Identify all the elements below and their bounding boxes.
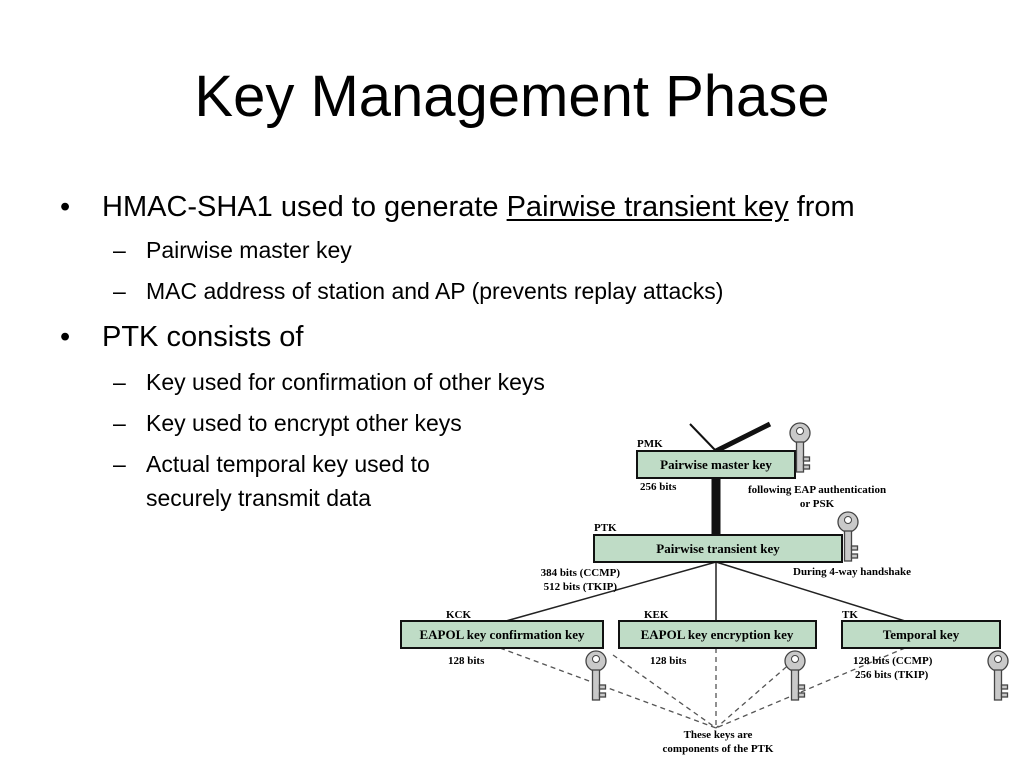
dash-marker: – (113, 237, 126, 263)
pmk-input-line-right (714, 421, 772, 454)
key-icon (585, 650, 607, 701)
footer-line1: These keys are (684, 729, 753, 741)
tk-box (841, 620, 1001, 649)
tk-size-line1: 128 bits (CCMP) (853, 655, 933, 667)
key-icon (987, 650, 1009, 701)
kck-tag: KCK (446, 609, 472, 621)
ptk-note: During 4-way handshake (793, 566, 911, 578)
bullet-text: PTK consists of (102, 321, 304, 353)
slide-title: Key Management Phase (194, 64, 830, 129)
subitem-kek: – Key used to encrypt other keys (113, 409, 462, 437)
footer-line2: components of the PTK (663, 743, 774, 755)
ptk-label: Pairwise transient key (656, 541, 780, 556)
pmk-label: Pairwise master key (660, 457, 772, 472)
kck-label: EAPOL key confirmation key (419, 627, 585, 642)
tk-tag: TK (842, 609, 858, 621)
tk-dashed-link (715, 647, 906, 729)
subitem-tk-continued: securely transmit data (146, 485, 371, 511)
kck-size: 128 bits (448, 655, 485, 667)
kck-box (400, 620, 604, 649)
ptk-size-line2: 512 bits (TKIP) (544, 581, 618, 593)
bullet-underlined-term: Pairwise transient key (506, 191, 789, 223)
kek-key-dashed-link (715, 654, 801, 729)
bullet-marker: • (60, 191, 71, 223)
bullet-text-before: HMAC-SHA1 used to generate (102, 191, 507, 223)
pmk-note-line1: following EAP authentication (748, 484, 886, 496)
pmk-tag: PMK (637, 438, 663, 450)
subitem-text: Key used to encrypt other keys (146, 410, 462, 436)
subitem-text: MAC address of station and AP (prevents … (146, 278, 724, 304)
kek-box (618, 620, 817, 649)
ptk-tag: PTK (594, 522, 617, 534)
subitem-mac: – MAC address of station and AP (prevent… (113, 277, 724, 305)
kek-tag: KEK (644, 609, 669, 621)
bullet-marker: • (60, 321, 71, 353)
kek-size: 128 bits (650, 655, 687, 667)
subitem-text: Key used for confirmation of other keys (146, 369, 545, 395)
bullet-ptk: • PTK consists of (60, 320, 304, 354)
dash-marker: – (113, 410, 126, 436)
pmk-box (636, 450, 796, 479)
ptk-size-line1: 384 bits (CCMP) (541, 567, 621, 579)
dash-marker: – (113, 369, 126, 395)
subitem-pmk: – Pairwise master key (113, 236, 352, 264)
subitem-tk: – Actual temporal key used to (113, 450, 430, 478)
tk-label: Temporal key (883, 627, 960, 642)
kck-key-dashed-link (612, 654, 717, 729)
subitem-kck: – Key used for confirmation of other key… (113, 368, 545, 396)
pmk-size: 256 bits (640, 481, 677, 493)
pmk-note-line2: or PSK (800, 498, 835, 510)
kek-label: EAPOL key encryption key (641, 627, 794, 642)
dash-marker: – (113, 451, 126, 477)
ptk-to-tk-link (715, 561, 906, 622)
tk-size-line2: 256 bits (TKIP) (855, 669, 929, 681)
kck-dashed-link (499, 647, 717, 729)
dash-marker: – (113, 278, 126, 304)
subitem-text: Pairwise master key (146, 237, 352, 263)
bullet-text-after: from (788, 191, 855, 223)
key-icon (784, 650, 806, 701)
ptk-box (593, 534, 843, 563)
bullet-hmac: • HMAC-SHA1 used to generate Pairwise tr… (60, 190, 855, 224)
subitem-text: Actual temporal key used to (146, 451, 430, 477)
ptk-to-kck-link (505, 561, 717, 622)
pmk-input-line-left (689, 423, 717, 452)
